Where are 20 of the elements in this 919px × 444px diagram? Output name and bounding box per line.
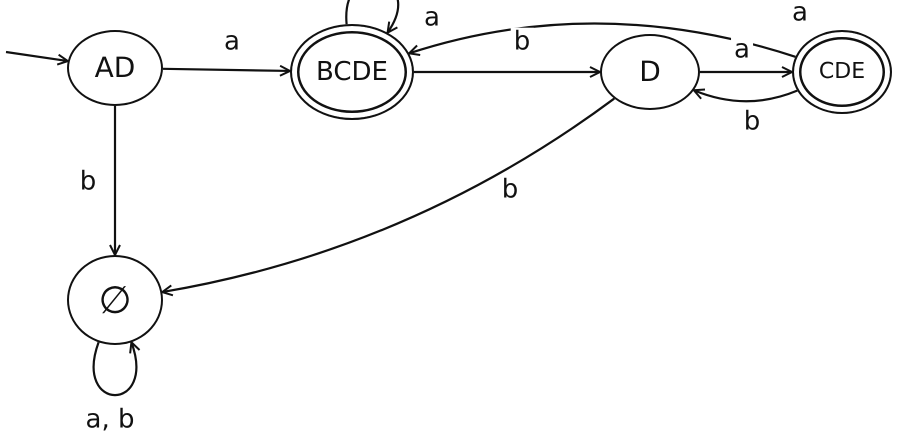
transition-arrow — [92, 341, 140, 396]
transition-arrow — [414, 66, 601, 78]
state-label: CDE — [818, 61, 866, 83]
state-label: BCDE — [316, 59, 388, 85]
state-label: AD — [94, 54, 136, 82]
state-label: ∅ — [98, 281, 132, 319]
transition-arrow — [162, 64, 292, 77]
transition-arrow — [700, 66, 793, 78]
transition-arrow — [346, 0, 400, 34]
state-circle — [67, 255, 163, 345]
state-circle — [67, 30, 163, 106]
accepting-state-circle — [792, 30, 892, 114]
transition-arrow — [109, 106, 121, 256]
state-circle — [600, 34, 700, 110]
transition-arrow — [6, 50, 69, 66]
state-label: D — [639, 58, 661, 86]
accepting-state-circle — [290, 24, 414, 120]
transition-arrow — [692, 88, 798, 102]
transition-arrow — [408, 22, 796, 58]
transition-arrow — [161, 98, 615, 296]
